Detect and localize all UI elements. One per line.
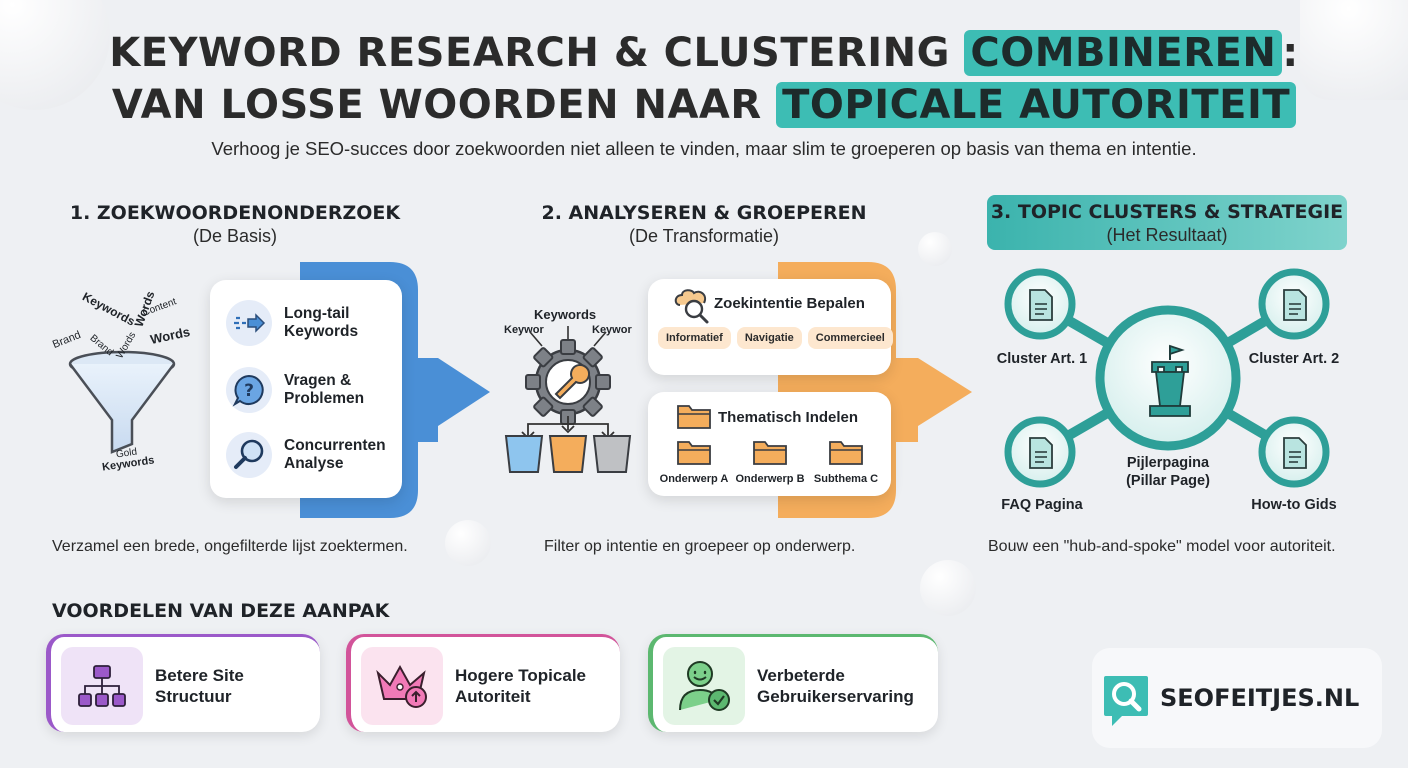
folder-label: Onderwerp B: [735, 473, 805, 485]
castle-tower-icon: [1149, 344, 1191, 417]
title-text: VAN LOSSE WOORDEN NAAR: [111, 82, 777, 128]
step1-heading: 1. ZOEKWOORDENONDERZOEK (De Basis): [45, 202, 425, 247]
list-item-competitors: Concurrenten Analyse: [226, 432, 404, 478]
benefit-card-authority: Hogere Topicale Autoriteit: [346, 634, 620, 732]
benefit-label: Hogere Topicale Autoriteit: [455, 666, 586, 706]
benefit-card-ux: Verbeterde Gebruikerservaring: [648, 634, 938, 732]
step-subtitle: (Het Resultaat): [1106, 225, 1228, 245]
step-subtitle: (De Transformatie): [628, 226, 780, 246]
step1-caption: Verzamel een brede, ongefilterde lijst z…: [52, 538, 408, 555]
theme-card: Thematisch Indelen Onderwerp A Onderwerp…: [648, 392, 891, 496]
hub-spoke-diagram: [1004, 268, 1330, 488]
folder-label: Onderwerp A: [659, 473, 729, 485]
folder-icon: [677, 441, 711, 465]
node-label-cluster-2: Cluster Art. 2: [1248, 351, 1340, 367]
intent-pill: Navigatie: [736, 327, 802, 349]
brain-search-icon: [672, 287, 710, 330]
node-label-cluster-1: Cluster Art. 1: [996, 351, 1088, 367]
list-item-label: Long-tail Keywords: [284, 305, 359, 340]
step2-heading: 2. ANALYSEREN & GROEPEREN (De Transforma…: [514, 202, 894, 247]
title-highlight: COMBINEREN: [964, 30, 1283, 76]
step3-caption: Bouw een "hub-and-spoke" model voor auto…: [988, 538, 1336, 555]
bucket-icons: [504, 435, 632, 473]
list-item-long-tail: Long-tail Keywords: [226, 300, 404, 346]
title-highlight: TOPICALE AUTORITEIT: [776, 82, 1297, 128]
gear-label-top: Keywords: [534, 307, 597, 322]
step-subtitle: (De Basis): [192, 226, 277, 246]
folder-label: Subthema C: [813, 473, 879, 485]
decor-bubble: [918, 232, 952, 266]
arrow-icon: [226, 300, 272, 346]
theme-title: Thematisch Indelen: [718, 409, 859, 426]
step2-caption: Filter op intentie en groepeer op onderw…: [544, 538, 856, 555]
list-item-label: Concurrenten Analyse: [284, 437, 386, 472]
search-bubble-icon: [1104, 676, 1148, 726]
brand-name: SEOFEITJES.NL: [1160, 684, 1360, 712]
gear-label-left: Keywor: [504, 324, 544, 336]
gear-wrench-icon: [521, 326, 615, 440]
decor-bubble: [1300, 0, 1408, 100]
folder-icon: [677, 405, 711, 429]
gear-label-right: Keywor: [592, 324, 632, 336]
step-title: 2. ANALYSEREN & GROEPEREN: [541, 202, 867, 224]
intent-pill: Commercieel: [807, 327, 893, 349]
subtitle: Verhoog je SEO-succes door zoekwoorden n…: [211, 138, 1197, 159]
list-item-questions: ? Vragen & Problemen: [226, 367, 404, 413]
title-line-1: KEYWORD RESEARCH & CLUSTERING COMBINEREN…: [0, 30, 1408, 76]
crown-icon: [361, 647, 443, 725]
folder-icon: [753, 441, 787, 465]
happy-user-icon: [663, 647, 745, 725]
decor-bubble: [920, 560, 976, 616]
title-colon: :: [1282, 30, 1299, 76]
benefit-label: Verbeterde Gebruikerservaring: [757, 666, 914, 706]
intent-pill: Informatief: [658, 327, 731, 349]
benefit-label: Betere Site Structuur: [155, 666, 244, 706]
sitemap-icon: [61, 647, 143, 725]
decor-bubble: [445, 520, 491, 566]
hub-label: Pijlerpagina (Pillar Page): [1126, 455, 1210, 489]
step1-list-card: Long-tail Keywords ? Vragen & Problemen …: [210, 280, 402, 498]
intent-card: Zoekintentie Bepalen Informatief Navigat…: [648, 279, 893, 375]
svg-text:?: ?: [244, 381, 254, 401]
step-title: 1. ZOEKWOORDENONDERZOEK: [69, 202, 401, 224]
intent-pill-row: Informatief Navigatie Commercieel: [658, 327, 893, 349]
step-title: 3. TOPIC CLUSTERS & STRATEGIE: [990, 201, 1344, 223]
intent-title: Zoekintentie Bepalen: [714, 295, 865, 312]
question-icon: ?: [226, 367, 272, 413]
title-text: KEYWORD RESEARCH & CLUSTERING: [109, 30, 965, 76]
node-label-faq: FAQ Pagina: [1001, 497, 1083, 513]
title-line-2: VAN LOSSE WOORDEN NAAR TOPICALE AUTORITE…: [0, 82, 1408, 128]
magnifier-icon: [226, 432, 272, 478]
step3-heading: 3. TOPIC CLUSTERS & STRATEGIE (Het Resul…: [987, 195, 1347, 250]
funnel-icon: [68, 350, 176, 454]
benefits-heading: VOORDELEN VAN DEZE AANPAK: [52, 600, 390, 622]
benefit-card-structure: Betere Site Structuur: [46, 634, 320, 732]
list-item-label: Vragen & Problemen: [284, 372, 365, 407]
node-label-howto: How-to Gids: [1251, 497, 1337, 513]
folder-icon: [829, 441, 863, 465]
brand-logo: SEOFEITJES.NL: [1092, 648, 1382, 748]
